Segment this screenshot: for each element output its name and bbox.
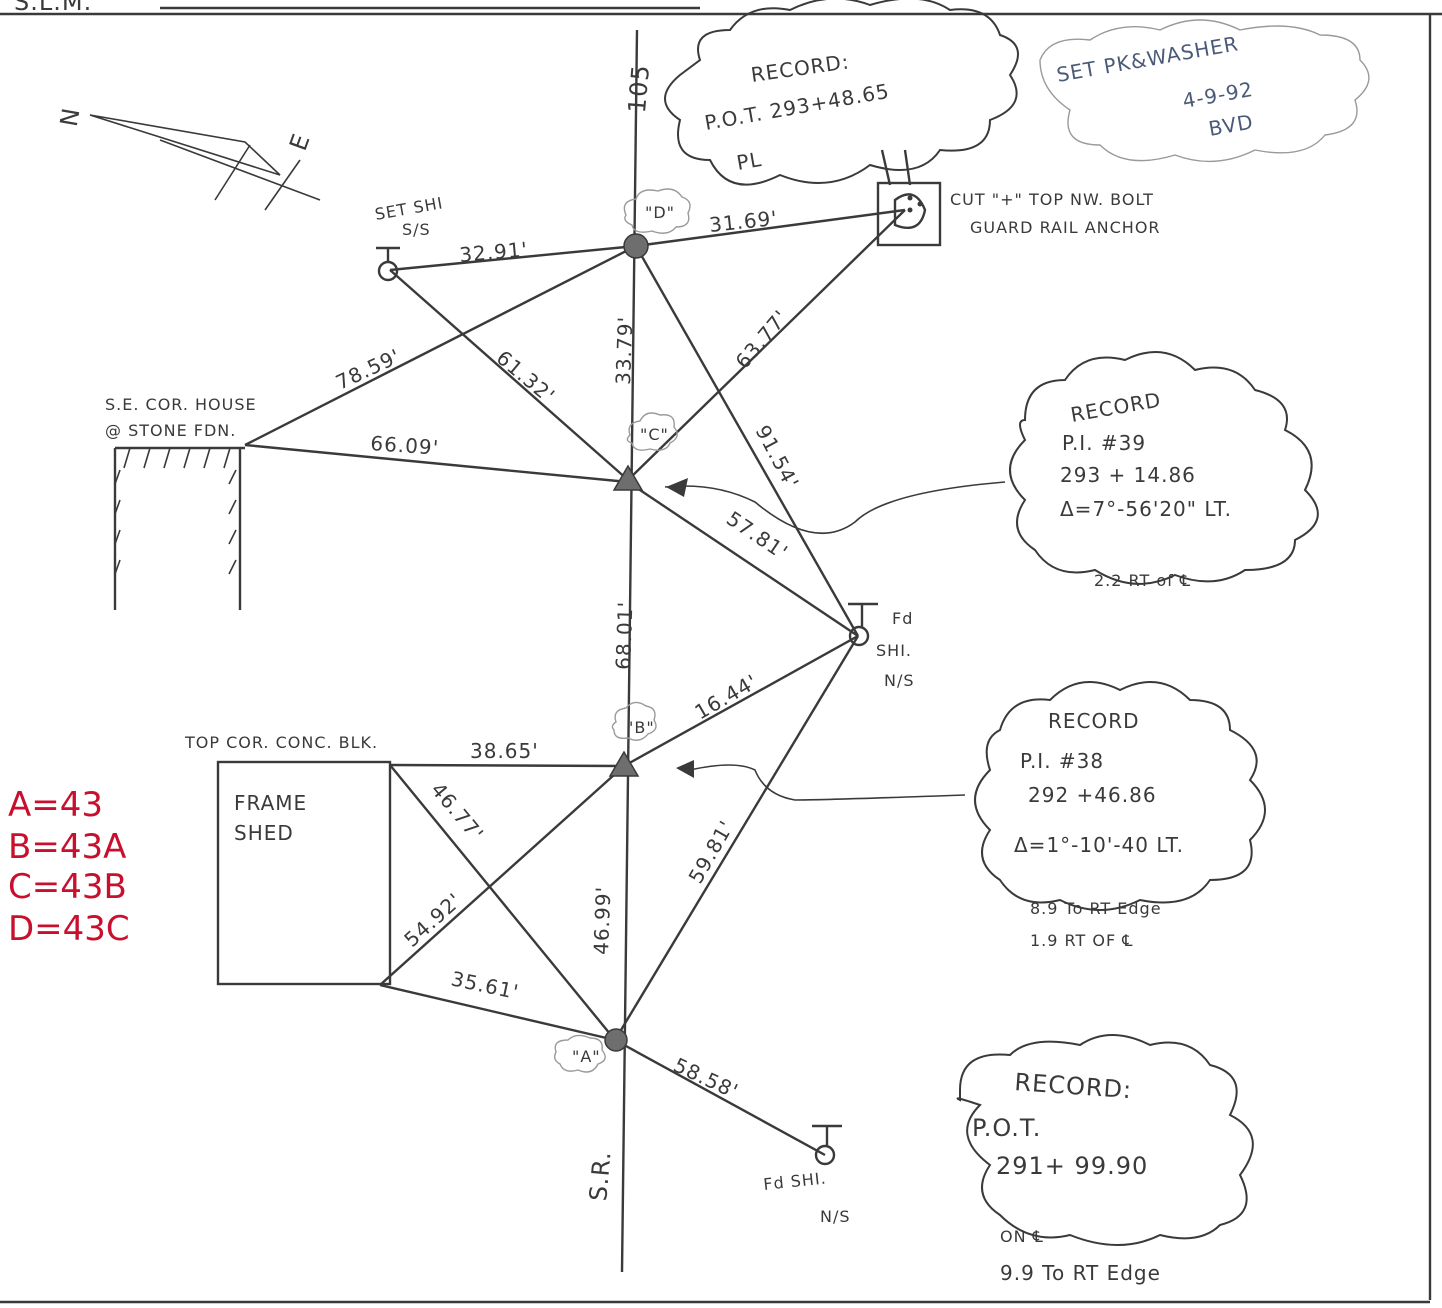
fd-shi-label-2: SHI. [876, 641, 912, 660]
dist-shed-a: 35.61' [449, 966, 521, 1004]
dist-d-setshi: 32.91' [458, 237, 529, 267]
record-pi38-line4: Δ=1°-10'-40 LT. [1014, 833, 1184, 857]
set-pk-cloud [1039, 19, 1370, 163]
slm-label: S.L.M. [14, 0, 92, 16]
dist-house-d: 78.59' [332, 344, 404, 395]
frame-shed [216, 760, 392, 986]
point-d-marker [623, 233, 649, 259]
fd-shi-bottom-label-2: N/S [820, 1207, 851, 1226]
dist-bolt-c: 63.77' [730, 305, 793, 373]
dist-c-fdshi: 57.81' [722, 506, 792, 564]
point-a-marker [604, 1028, 628, 1052]
point-a-label: "A" [572, 1047, 601, 1066]
dist-fdshi-a: 59.81' [684, 816, 739, 888]
dist-c-b: 68.01' [611, 601, 637, 671]
north-letter: N [55, 105, 86, 129]
set-shi-ss-label: S/S [402, 220, 431, 239]
dist-b-fdshi: 16.44' [691, 669, 763, 724]
dist-b-a: 46.99' [589, 886, 615, 956]
fd-shi-label-1: Fd [892, 609, 913, 628]
fd-shi-icon [848, 602, 878, 647]
point-a-cloud [553, 1034, 606, 1073]
north-arrow-icon [89, 114, 321, 211]
shed-shed-label: SHED [234, 821, 294, 845]
dist-a-fdshib: 58.58' [670, 1053, 742, 1104]
pi38-arrow [689, 764, 966, 801]
point-b-cloud [611, 701, 657, 741]
centerline-bottom-label: S.R. [584, 1150, 616, 1203]
point-d-cloud [623, 188, 691, 234]
record-top-line2: P.O.T. 293+48.65 [703, 79, 892, 135]
record-bottom-note2: 9.9 To RT Edge [1000, 1261, 1161, 1285]
record-pi39-note: 2.2 RT of ℄ [1094, 571, 1191, 590]
record-pi39-line2: P.I. #39 [1062, 431, 1146, 455]
record-top-cloud [664, 0, 1019, 186]
dist-shed-b: 38.65' [470, 739, 539, 763]
guard-rail-anchor-icon [876, 149, 942, 247]
record-pi38-cloud [974, 681, 1266, 911]
record-bottom-cloud [956, 1034, 1254, 1246]
legend-c: C=43B [8, 867, 127, 907]
cut-plus-label-1: CUT "+" TOP NW. BOLT [950, 190, 1154, 209]
legend-a: A=43 [8, 785, 103, 825]
pi38-arrowhead-icon [676, 760, 694, 778]
dist-shed-b-diag: 54.92' [399, 888, 466, 952]
fd-shi-label-3: N/S [884, 671, 915, 690]
house-foundation [113, 446, 245, 610]
fd-shi-bottom-icon [812, 1124, 842, 1166]
dist-d-bolt: 31.69' [708, 206, 779, 237]
shed-frame-label: FRAME [234, 791, 307, 815]
record-pi39-cloud [1009, 351, 1319, 585]
dist-shed-a-diag: 46.77' [426, 778, 489, 846]
dist-d-fdshi: 91.54' [751, 421, 804, 493]
pi39-arrowhead-icon [666, 478, 688, 497]
dist-d-c: 33.79' [611, 316, 637, 386]
record-bottom-line1: RECORD: [1014, 1068, 1133, 1104]
record-pi38-line3: 292 +46.86 [1028, 783, 1157, 807]
fd-shi-bottom-label-1: Fd SHI. [762, 1168, 827, 1194]
set-pk-line3: BVD [1207, 109, 1256, 140]
record-top-line3: PL [735, 147, 764, 175]
point-d-label: "D" [645, 203, 675, 222]
record-pi38-note2: 1.9 RT OF ℄ [1030, 931, 1134, 950]
east-letter: E [284, 130, 316, 155]
record-top-line1: RECORD: [749, 49, 851, 87]
point-c-cloud [626, 412, 678, 451]
set-pk-line2: 4-9-92 [1181, 77, 1255, 113]
legend-b: B=43A [8, 827, 126, 867]
dist-house-c: 66.09' [370, 431, 440, 460]
record-bottom-line2: P.O.T. [972, 1114, 1041, 1142]
point-c-label: "C" [640, 425, 669, 444]
se-cor-label-2: @ STONE FDN. [105, 421, 236, 440]
record-pi38-line1: RECORD [1048, 709, 1140, 733]
survey-lines [244, 208, 906, 1157]
top-cor-label: TOP COR. CONC. BLK. [184, 733, 378, 752]
cut-plus-label-2: GUARD RAIL ANCHOR [970, 218, 1161, 237]
point-c-marker [612, 464, 644, 491]
record-bottom-line3: 291+ 99.90 [996, 1152, 1148, 1180]
record-bottom-note1: ON ℄ [1000, 1227, 1044, 1246]
se-cor-label-1: S.E. COR. HOUSE [105, 395, 257, 414]
record-pi39-line3: 293 + 14.86 [1060, 463, 1196, 487]
set-shi-icon [376, 246, 400, 282]
record-pi39-line4: Δ=7°-56'20" LT. [1060, 497, 1232, 521]
record-pi39-line1: RECORD [1069, 387, 1163, 427]
legend-d: D=43C [8, 909, 130, 949]
point-b-label: "B" [626, 718, 655, 737]
dist-setshi-c: 61.32' [492, 345, 560, 408]
record-pi38-line2: P.I. #38 [1020, 749, 1104, 773]
centerline-top-label: 105 [623, 63, 655, 114]
point-b-marker [608, 750, 640, 777]
record-pi38-note1: 8.9 To RT Edge [1030, 899, 1162, 918]
pi39-arrow [664, 481, 1006, 535]
